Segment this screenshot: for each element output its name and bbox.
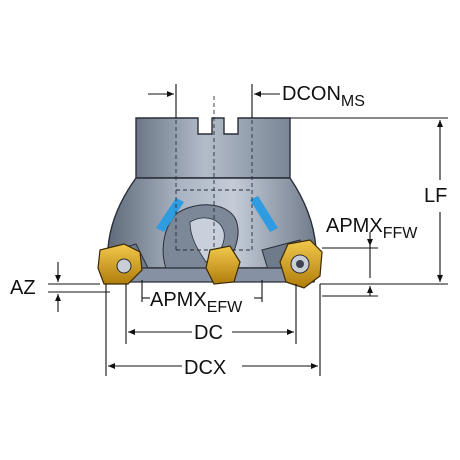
label-dcon-sub: MS (341, 93, 365, 110)
label-az: AZ (10, 277, 36, 299)
inserts (97, 239, 323, 289)
coolant-channel-left (156, 198, 184, 232)
label-dcx: DCX (184, 357, 226, 379)
label-apmx-ffw: APMXFFW (326, 215, 418, 242)
label-dcon: DCONMS (282, 83, 365, 110)
insert-screw-left (116, 258, 132, 274)
shank (135, 117, 291, 179)
coolant-channel-right (250, 196, 278, 232)
dimension-lines (48, 84, 448, 376)
label-apmx-ffw-sub: FFW (383, 225, 419, 242)
label-apmx-efw-sub: EFW (207, 299, 243, 316)
insert-center (205, 245, 241, 285)
insert-screw-right-hole (296, 260, 304, 268)
label-lf: LF (424, 185, 447, 207)
label-dc: DC (194, 322, 223, 344)
label-apmx-efw: APMXEFW (150, 289, 243, 316)
